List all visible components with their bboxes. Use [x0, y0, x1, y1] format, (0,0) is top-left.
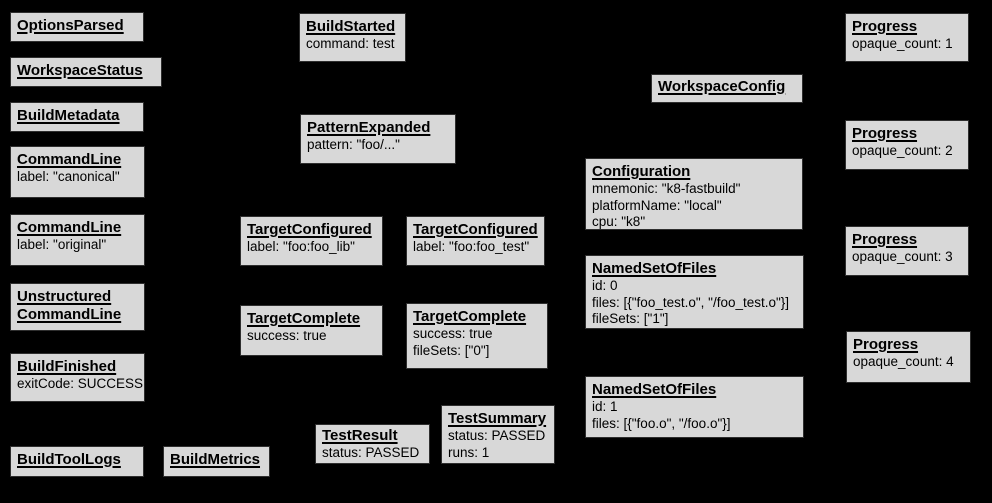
- node-fields: mnemonic: "k8-fastbuild" platformName: "…: [592, 181, 741, 229]
- node-options-parsed: OptionsParsed: [10, 12, 144, 42]
- node-fields: status: PASSED: [322, 445, 420, 460]
- node-build-metadata: BuildMetadata: [10, 102, 144, 132]
- node-build-tool-logs: BuildToolLogs: [10, 446, 144, 477]
- node-unstructured-command-line: Unstructured CommandLine: [10, 283, 145, 331]
- node-title: TargetConfigured: [247, 221, 372, 238]
- node-pattern-expanded: PatternExpanded pattern: "foo/...": [300, 114, 456, 164]
- node-title: Configuration: [592, 163, 691, 180]
- node-title: CommandLine: [17, 219, 122, 236]
- node-command-line-original: CommandLine label: "original": [10, 214, 145, 266]
- node-title: TargetConfigured: [413, 221, 538, 238]
- node-workspace-status: WorkspaceStatus: [10, 57, 162, 87]
- node-title: Progress: [853, 336, 919, 353]
- node-title: PatternExpanded: [307, 119, 431, 136]
- node-fields: status: PASSED runs: 1: [448, 428, 546, 460]
- node-target-configured-foo-lib: TargetConfigured label: "foo:foo_lib": [240, 216, 383, 266]
- node-title: TestResult: [322, 427, 398, 444]
- node-progress-4: Progress opaque_count: 4: [846, 331, 971, 383]
- node-title: NamedSetOfFiles: [592, 381, 717, 398]
- node-title: OptionsParsed: [17, 17, 124, 34]
- node-fields: success: true: [247, 328, 327, 343]
- node-target-configured-foo-test: TargetConfigured label: "foo:foo_test": [406, 216, 545, 266]
- node-fields: pattern: "foo/...": [307, 137, 400, 152]
- node-title: Progress: [852, 231, 918, 248]
- node-title: BuildMetrics: [170, 451, 261, 468]
- node-build-metrics: BuildMetrics: [163, 446, 270, 477]
- node-configuration: Configuration mnemonic: "k8-fastbuild" p…: [585, 158, 803, 230]
- node-fields: label: "foo:foo_lib": [247, 239, 355, 254]
- node-target-complete-foo-lib: TargetComplete success: true: [240, 305, 383, 356]
- node-fields: label: "original": [17, 237, 107, 252]
- node-fields: id: 1 files: [{"foo.o", "/foo.o"}]: [592, 399, 731, 431]
- node-build-started: BuildStarted command: test: [299, 13, 406, 62]
- node-title: TargetComplete: [413, 308, 527, 325]
- node-progress-1: Progress opaque_count: 1: [845, 13, 969, 62]
- node-fields: opaque_count: 2: [852, 143, 953, 158]
- node-named-set-of-files-0: NamedSetOfFiles id: 0 files: [{"foo_test…: [585, 255, 804, 329]
- node-title: Progress: [852, 125, 918, 142]
- node-title: WorkspaceStatus: [17, 62, 143, 79]
- node-command-line-canonical: CommandLine label: "canonical": [10, 146, 145, 198]
- node-fields: opaque_count: 1: [852, 36, 953, 51]
- node-test-result: TestResult status: PASSED: [315, 424, 430, 464]
- node-progress-2: Progress opaque_count: 2: [845, 120, 969, 170]
- node-title: Unstructured CommandLine: [17, 288, 122, 323]
- node-fields: success: true fileSets: ["0"]: [413, 326, 493, 358]
- node-title: BuildMetadata: [17, 107, 120, 124]
- node-title: WorkspaceConfig: [658, 78, 786, 95]
- node-progress-3: Progress opaque_count: 3: [845, 226, 969, 276]
- node-fields: id: 0 files: [{"foo_test.o", "/foo_test.…: [592, 278, 790, 326]
- node-test-summary: TestSummary status: PASSED runs: 1: [441, 405, 555, 464]
- node-title: CommandLine: [17, 151, 122, 168]
- node-fields: label: "canonical": [17, 169, 120, 184]
- node-title: TargetComplete: [247, 310, 361, 327]
- node-title: BuildToolLogs: [17, 451, 121, 468]
- node-title: BuildStarted: [306, 18, 396, 35]
- node-title: NamedSetOfFiles: [592, 260, 717, 277]
- node-title: TestSummary: [448, 410, 547, 427]
- node-build-finished: BuildFinished exitCode: SUCCESS: [10, 353, 145, 402]
- node-workspace-config: WorkspaceConfig: [651, 74, 803, 103]
- node-fields: command: test: [306, 36, 395, 51]
- node-title: BuildFinished: [17, 358, 117, 375]
- node-fields: exitCode: SUCCESS: [17, 376, 144, 391]
- node-named-set-of-files-1: NamedSetOfFiles id: 1 files: [{"foo.o", …: [585, 376, 804, 438]
- node-fields: opaque_count: 4: [853, 354, 954, 369]
- node-fields: label: "foo:foo_test": [413, 239, 530, 254]
- node-title: Progress: [852, 18, 918, 35]
- node-target-complete-foo-test: TargetComplete success: true fileSets: […: [406, 303, 548, 369]
- node-fields: opaque_count: 3: [852, 249, 953, 264]
